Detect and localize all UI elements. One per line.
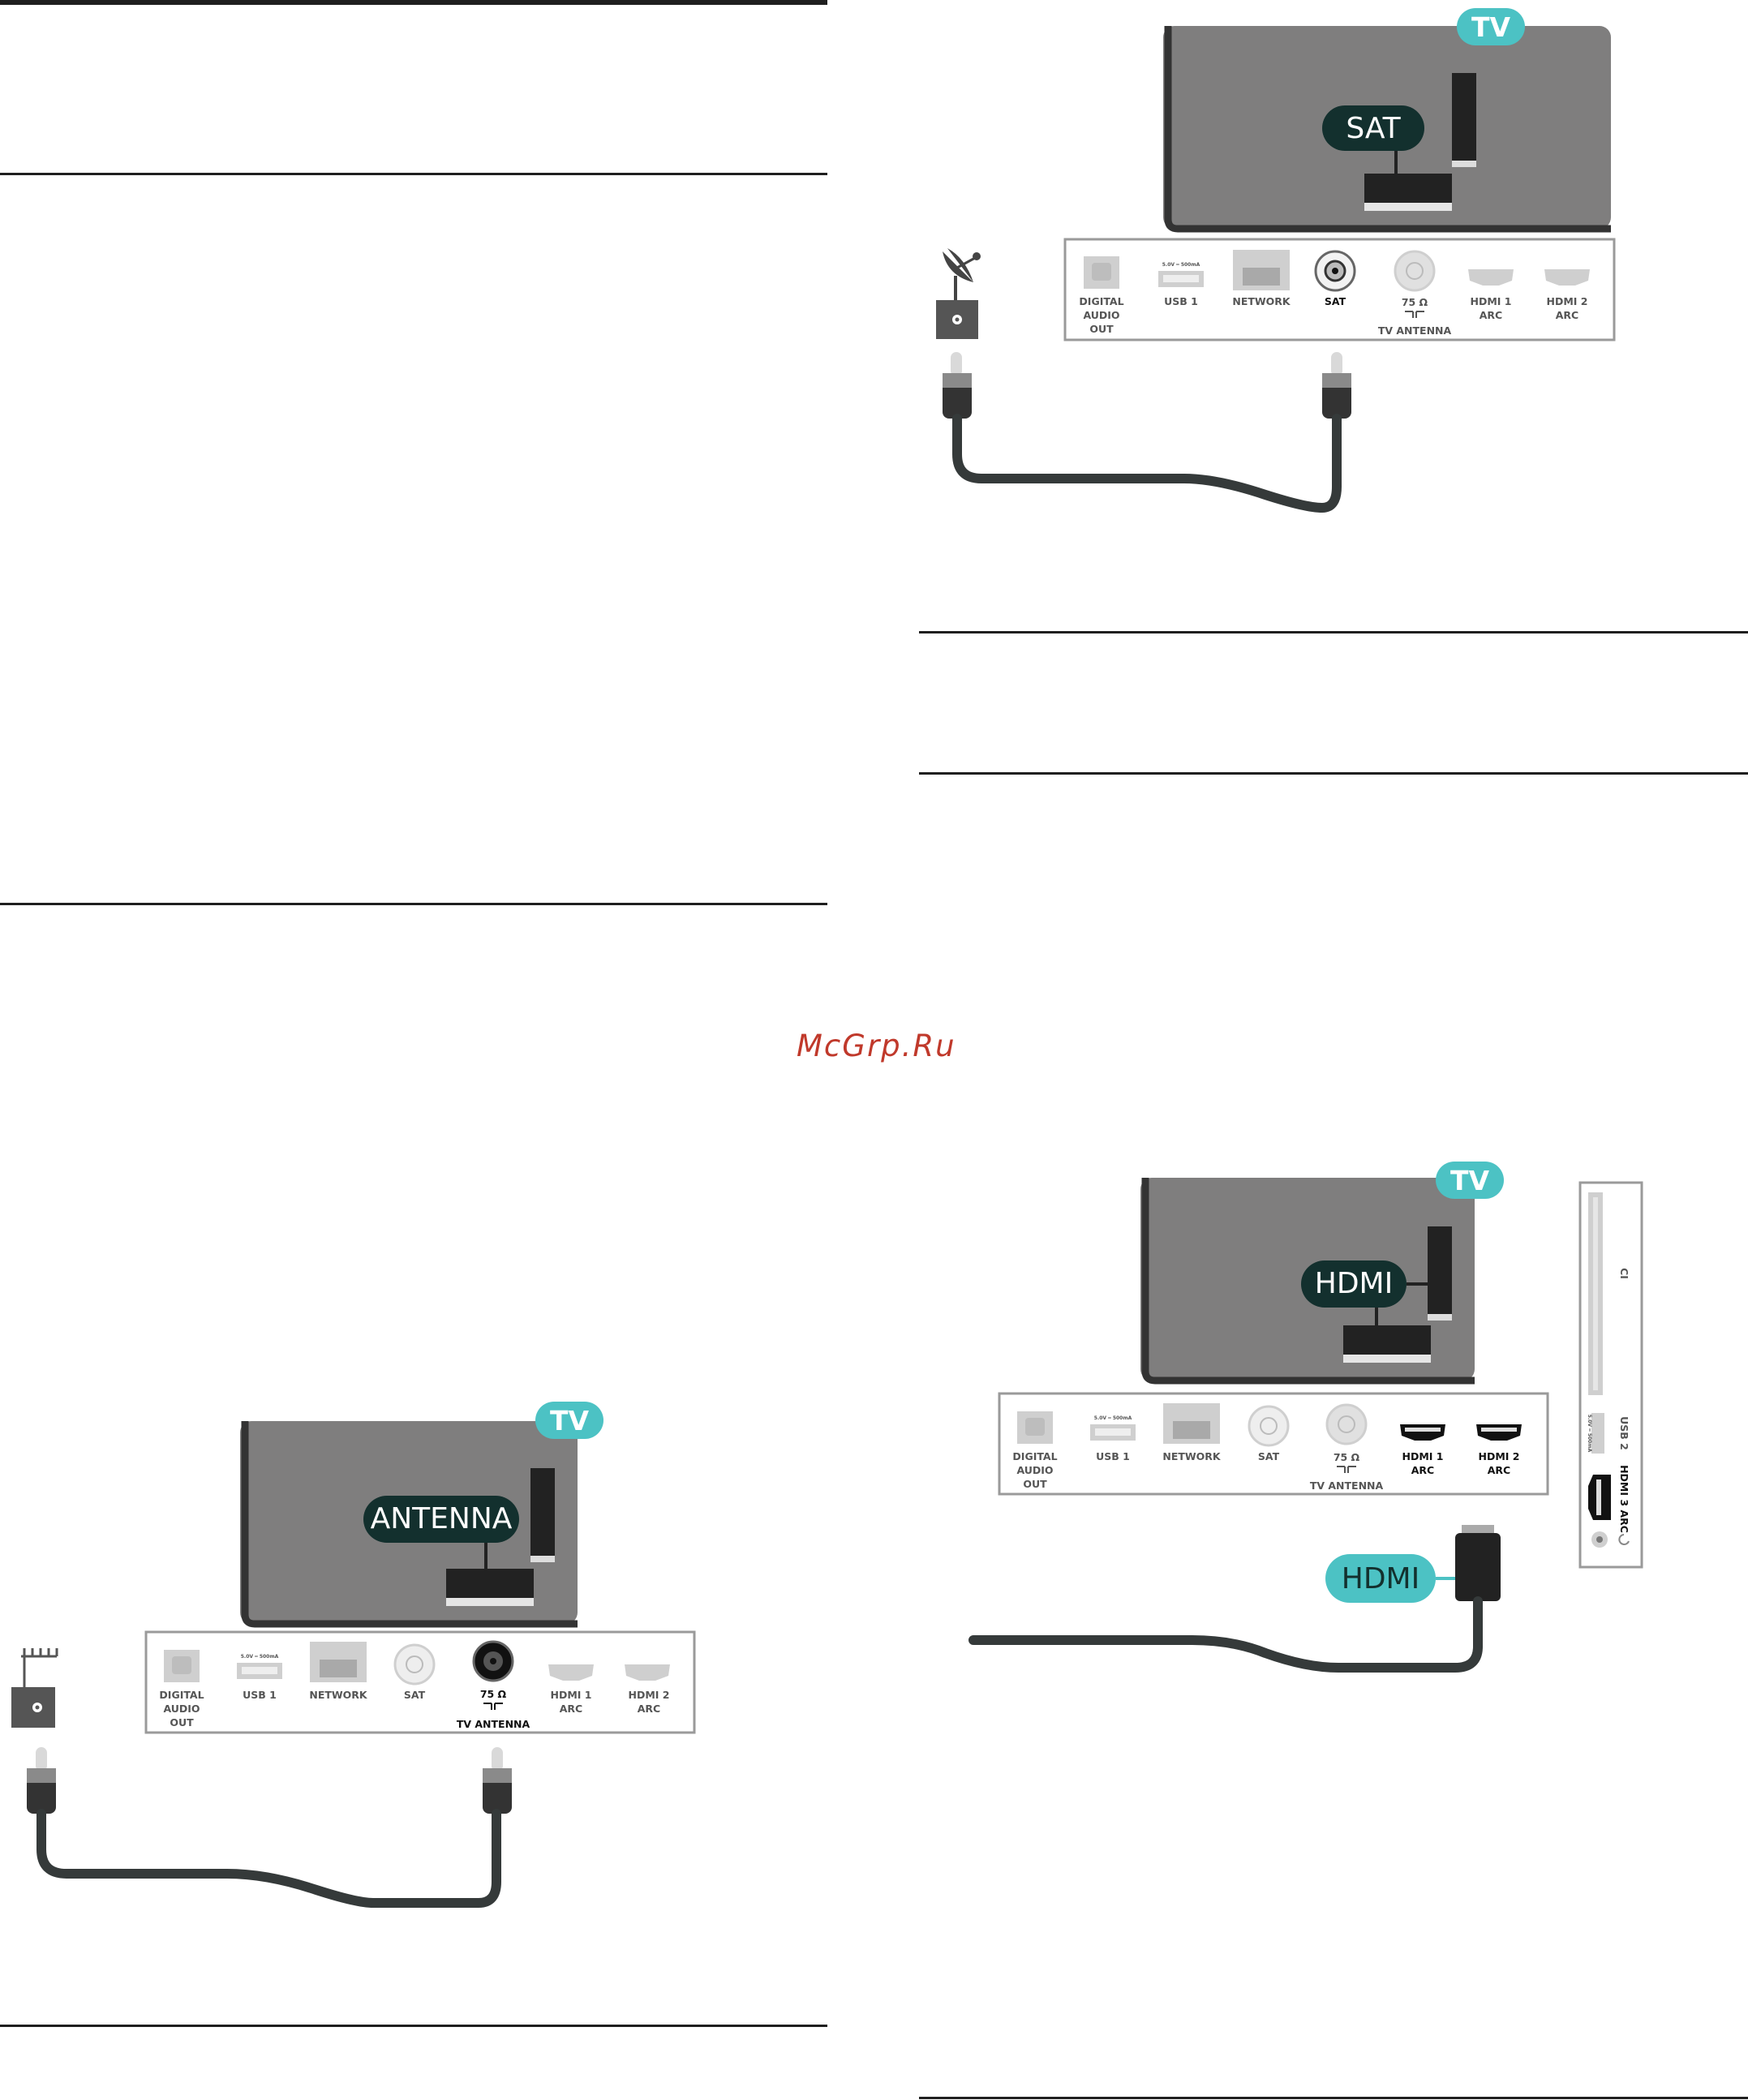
svg-text:5.0V ═ 500mA: 5.0V ═ 500mA: [1162, 262, 1200, 268]
tv-badge-label: TV: [550, 1405, 590, 1437]
antenna-icon: [21, 1648, 58, 1687]
hdmi-connection-diagram: TV HDMI DIGITAL AUDIO OUT 5.0V ═ 500mA U…: [968, 1162, 1643, 1673]
coax-cable-icon: [943, 352, 1351, 513]
hdmi-callout-label: HDMI: [1315, 1267, 1393, 1300]
watermark: McGrp.Ru: [797, 1029, 956, 1063]
antenna-callout-label: ANTENNA: [371, 1502, 513, 1535]
antenna-connection-diagram: TV ANTENNA DIGITAL AUDIO OUT 5.0V ═ 500m…: [11, 1402, 696, 1908]
svg-text:NETWORK: NETWORK: [1162, 1450, 1222, 1462]
tv-badge-label: TV: [1450, 1165, 1490, 1196]
svg-text:ARC: ARC: [1556, 309, 1578, 321]
tv-side-slot: [530, 1468, 555, 1556]
svg-text:OUT: OUT: [170, 1716, 194, 1729]
svg-text:USB 2: USB 2: [1618, 1416, 1630, 1450]
svg-text:75 Ω: 75 Ω: [480, 1688, 507, 1700]
rule-top-left: [0, 0, 827, 5]
tv-badge-label: TV: [1471, 11, 1511, 43]
svg-text:HDMI 1: HDMI 1: [551, 1689, 592, 1701]
rule-right-2: [919, 772, 1748, 775]
tv-port-block: [1364, 174, 1452, 208]
sat-callout-label: SAT: [1346, 112, 1401, 145]
svg-text:75 Ω: 75 Ω: [1402, 296, 1428, 308]
svg-text:ARC: ARC: [1488, 1464, 1510, 1476]
connector-panel: DIGITAL AUDIO OUT 5.0V ═ 500mA USB 1 NET…: [144, 1630, 696, 1734]
svg-text:TV ANTENNA: TV ANTENNA: [1310, 1479, 1384, 1492]
svg-text:NETWORK: NETWORK: [1232, 295, 1291, 307]
svg-text:NETWORK: NETWORK: [309, 1689, 368, 1701]
rule-left-3: [0, 2025, 827, 2027]
svg-text:75 Ω: 75 Ω: [1334, 1451, 1360, 1463]
svg-text:SAT: SAT: [404, 1689, 426, 1701]
svg-text:DIGITAL: DIGITAL: [159, 1689, 204, 1701]
svg-text:HDMI 2: HDMI 2: [629, 1689, 670, 1701]
svg-text:USB 1: USB 1: [1164, 295, 1198, 307]
svg-text:HDMI 1: HDMI 1: [1402, 1450, 1444, 1462]
svg-text:ARC: ARC: [1480, 309, 1502, 321]
svg-text:CI: CI: [1618, 1268, 1630, 1279]
svg-text:5.0V ═ 500mA: 5.0V ═ 500mA: [1094, 1415, 1132, 1421]
svg-text:HDMI 2: HDMI 2: [1479, 1450, 1520, 1462]
svg-text:SAT: SAT: [1258, 1450, 1280, 1462]
svg-text:ARC: ARC: [638, 1703, 660, 1715]
side-connector-panel: CI 5.0V ═ 500mA USB 2 HDMI 3 ARC: [1578, 1181, 1643, 1569]
svg-text:ARC: ARC: [1411, 1464, 1434, 1476]
svg-text:ARC: ARC: [560, 1703, 582, 1715]
tv-port-block: [446, 1569, 534, 1603]
antenna-callout: [363, 1496, 519, 1543]
svg-text:USB 1: USB 1: [243, 1689, 277, 1701]
coax-cable-icon: [27, 1747, 512, 1908]
svg-text:TV ANTENNA: TV ANTENNA: [457, 1718, 530, 1730]
svg-text:USB 1: USB 1: [1096, 1450, 1130, 1462]
svg-text:5.0V ═ 500mA: 5.0V ═ 500mA: [241, 1654, 279, 1660]
tv-side-slot: [1452, 73, 1476, 161]
hdmi-cable-label: HDMI: [1342, 1562, 1419, 1595]
svg-text:DIGITAL: DIGITAL: [1079, 295, 1123, 307]
svg-text:HDMI 3 ARC: HDMI 3 ARC: [1618, 1465, 1630, 1533]
svg-text:5.0V ═ 500mA: 5.0V ═ 500mA: [1587, 1415, 1592, 1453]
rule-left-1: [0, 173, 827, 175]
rule-right-3: [919, 2097, 1748, 2099]
svg-text:DIGITAL: DIGITAL: [1012, 1450, 1057, 1462]
svg-text:AUDIO: AUDIO: [1016, 1464, 1053, 1476]
connector-panel: DIGITAL AUDIO OUT 5.0V ═ 500mA USB 1 NET…: [998, 1392, 1549, 1496]
rule-right-1: [919, 631, 1748, 633]
sat-connection-diagram: TV SAT DIGITAL AUDIO OUT 5.0V ═ 500mA US…: [936, 8, 1616, 513]
rule-left-2: [0, 903, 827, 905]
connector-panel: DIGITAL AUDIO OUT 5.0V ═ 500mA USB 1 NET…: [1063, 238, 1616, 341]
hdmi-cable-icon: [968, 1525, 1501, 1673]
satellite-dish-icon: [943, 248, 981, 300]
svg-text:OUT: OUT: [1023, 1478, 1047, 1490]
tv-port-block: [1343, 1325, 1431, 1359]
svg-text:SAT: SAT: [1325, 295, 1346, 307]
tv-side-slot: [1428, 1226, 1452, 1314]
svg-text:AUDIO: AUDIO: [163, 1703, 200, 1715]
tv-badge: [1457, 8, 1525, 45]
svg-text:AUDIO: AUDIO: [1083, 309, 1119, 321]
svg-text:HDMI 2: HDMI 2: [1547, 295, 1588, 307]
tv-badge: [535, 1402, 603, 1439]
hdmi-cable-callout: [1325, 1554, 1436, 1603]
hdmi-callout: [1301, 1260, 1407, 1308]
svg-text:OUT: OUT: [1089, 323, 1114, 335]
svg-text:HDMI 1: HDMI 1: [1471, 295, 1512, 307]
sat-callout: [1322, 105, 1424, 151]
svg-text:TV ANTENNA: TV ANTENNA: [1378, 324, 1452, 337]
tv-badge: [1436, 1162, 1504, 1199]
